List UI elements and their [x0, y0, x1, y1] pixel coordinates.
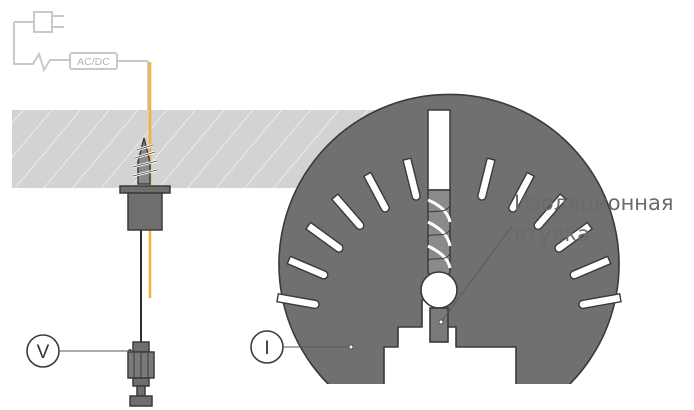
ring-notch	[362, 171, 390, 213]
ring-notch	[533, 193, 568, 231]
ring-notch	[330, 193, 365, 231]
probe-connector	[127, 341, 155, 407]
voltage-marker: V	[26, 334, 60, 368]
ring-notch	[477, 157, 496, 201]
screw-icon	[132, 137, 158, 185]
drill-hole	[420, 271, 458, 309]
insulation-leader-dot	[348, 344, 354, 350]
drill-bit-icon	[427, 109, 452, 292]
ring-notch	[402, 157, 421, 201]
ring-notch	[286, 255, 329, 280]
voltage-leader-dot	[128, 349, 132, 353]
voltage-marker-label: V	[37, 342, 50, 363]
callout-text: Изоляционная втулка	[514, 188, 674, 250]
callout-leader-dot	[438, 319, 444, 325]
callout-line-2: втулка	[514, 222, 591, 246]
callout-leader	[440, 225, 513, 323]
plug-icon	[13, 11, 70, 73]
ring-notch	[569, 255, 612, 280]
ac-dc-adapter: AC/DC	[69, 52, 118, 70]
ring-notches	[276, 157, 622, 310]
ring-notch	[276, 293, 320, 310]
insulation-sleeve	[429, 307, 449, 343]
insulation-marker-label: I	[264, 338, 269, 359]
anchor-sleeve	[119, 185, 171, 231]
insulation-marker: I	[250, 330, 284, 364]
adapter-label: AC/DC	[77, 56, 110, 68]
ring-notch	[578, 293, 622, 310]
ring-notch	[304, 221, 344, 253]
ring-notch	[554, 221, 594, 253]
callout-line-1: Изоляционная	[514, 191, 674, 215]
ring-notch	[508, 171, 536, 213]
